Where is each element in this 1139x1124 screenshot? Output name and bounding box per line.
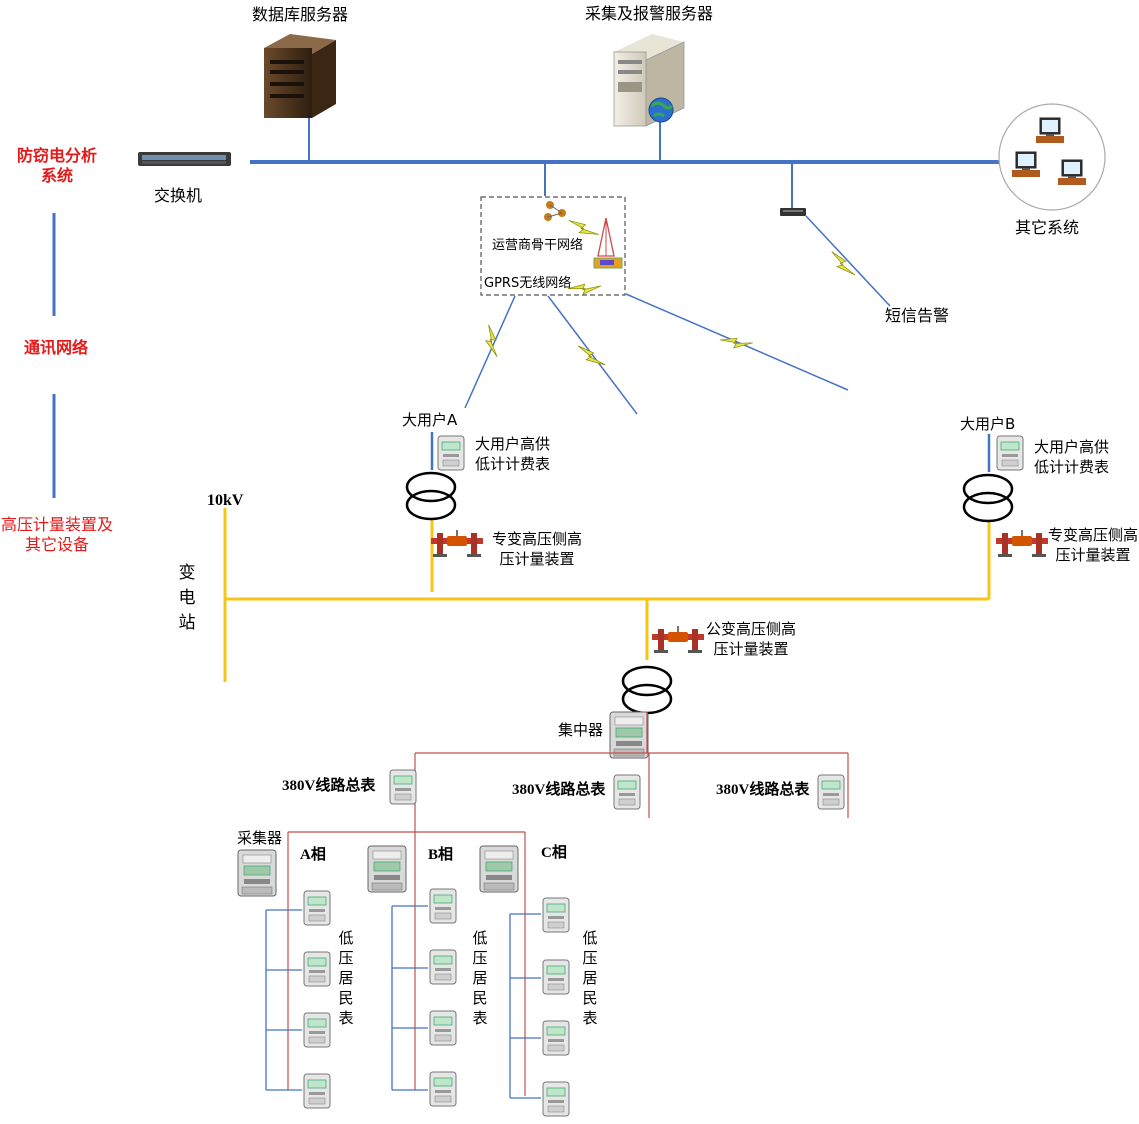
public-hv-label: 公变高压侧高压计量装置: [705, 620, 796, 658]
wireless-bolt-icon: [831, 246, 856, 281]
phase-a-label: A相: [300, 847, 326, 863]
concentrator-icon: [609, 711, 649, 759]
concentrator-label: 集中器: [558, 721, 604, 739]
gprs-link-a: [464, 295, 516, 409]
line-meter-2-icon: [613, 774, 641, 810]
collector-feeders: [265, 905, 541, 1099]
database-server-icon: [264, 34, 336, 118]
backbone-box: [480, 196, 626, 296]
sms-modem-icon: [780, 208, 806, 216]
line-meter-1-icon: [389, 769, 417, 805]
resident-label-c: 低压居民表: [582, 929, 598, 1027]
phase-b-label: B相: [428, 847, 454, 863]
layer-label-analysis: 防窃电分析系统: [16, 146, 97, 185]
user-b-transformer-icon: [962, 473, 1014, 523]
resident-label-b: 低压居民表: [472, 929, 488, 1027]
backbone-label: 运营商骨干网络: [492, 238, 584, 253]
other-systems-icon: [998, 103, 1106, 211]
line-meter-3-label: 380V线路总表: [716, 782, 810, 798]
user-b-hv-label: 专变高压侧高压计量装置: [1047, 526, 1138, 564]
line-meter-1-label: 380V线路总表: [282, 778, 376, 794]
resident-label-a: 低压居民表: [338, 929, 354, 1027]
user-b-meter-icon: [996, 435, 1024, 471]
user-a-hv-label: 专变高压侧高压计量装置: [491, 530, 582, 568]
collector-label: 采集器: [237, 829, 283, 847]
network-nodes-icon: [544, 201, 566, 221]
collector-c-icon: [479, 845, 519, 893]
layer-label-devices: 高压计量装置及其它设备: [0, 515, 113, 554]
user-a-title-text: 大用户A: [402, 411, 458, 429]
sms-wireless-line: [805, 215, 891, 307]
user-b-meter-label: 大用户高供低计计费表: [1034, 438, 1110, 476]
phase-c-label: C相: [541, 845, 567, 861]
collector-b-icon: [367, 845, 407, 893]
line-meter-3-icon: [817, 774, 845, 810]
user-b-title-text: 大用户B: [960, 415, 1016, 433]
collect-alarm-server-icon: [613, 34, 685, 127]
public-transformer-icon: [621, 665, 673, 715]
user-a-title: 大用户A: [402, 410, 457, 430]
collect-alarm-server-label: 采集及报警服务器: [585, 4, 714, 23]
antenna-tower-icon: [593, 217, 623, 269]
user-a-hv-device-icon: [430, 529, 484, 558]
user-a-meter-icon: [437, 435, 465, 471]
gprs-link-mid: [547, 295, 638, 415]
collector-a-icon: [237, 849, 277, 897]
gprs-link-b: [625, 293, 849, 391]
database-server-label: 数据库服务器: [252, 5, 349, 24]
public-hv-device-icon: [651, 625, 705, 654]
switch-label: 交换机: [154, 186, 203, 205]
substation-label: 变电站: [178, 563, 196, 633]
gprs-label: GPRS无线网络: [484, 276, 572, 291]
line-meter-2-label: 380V线路总表: [512, 782, 606, 798]
low-voltage-lines: [287, 712, 849, 1096]
other-systems-label: 其它系统: [1015, 218, 1080, 237]
voltage-label: 10kV: [207, 492, 244, 509]
user-a-meter-label: 大用户高供低计计费表: [475, 435, 551, 473]
switch-icon: [138, 152, 231, 166]
user-b-hv-device-icon: [995, 529, 1049, 558]
sms-alarm-label: 短信告警: [885, 306, 950, 325]
user-b-title: 大用户B: [960, 414, 1015, 434]
layer-label-network: 通讯网络: [24, 338, 89, 357]
user-a-transformer-icon: [405, 471, 457, 521]
